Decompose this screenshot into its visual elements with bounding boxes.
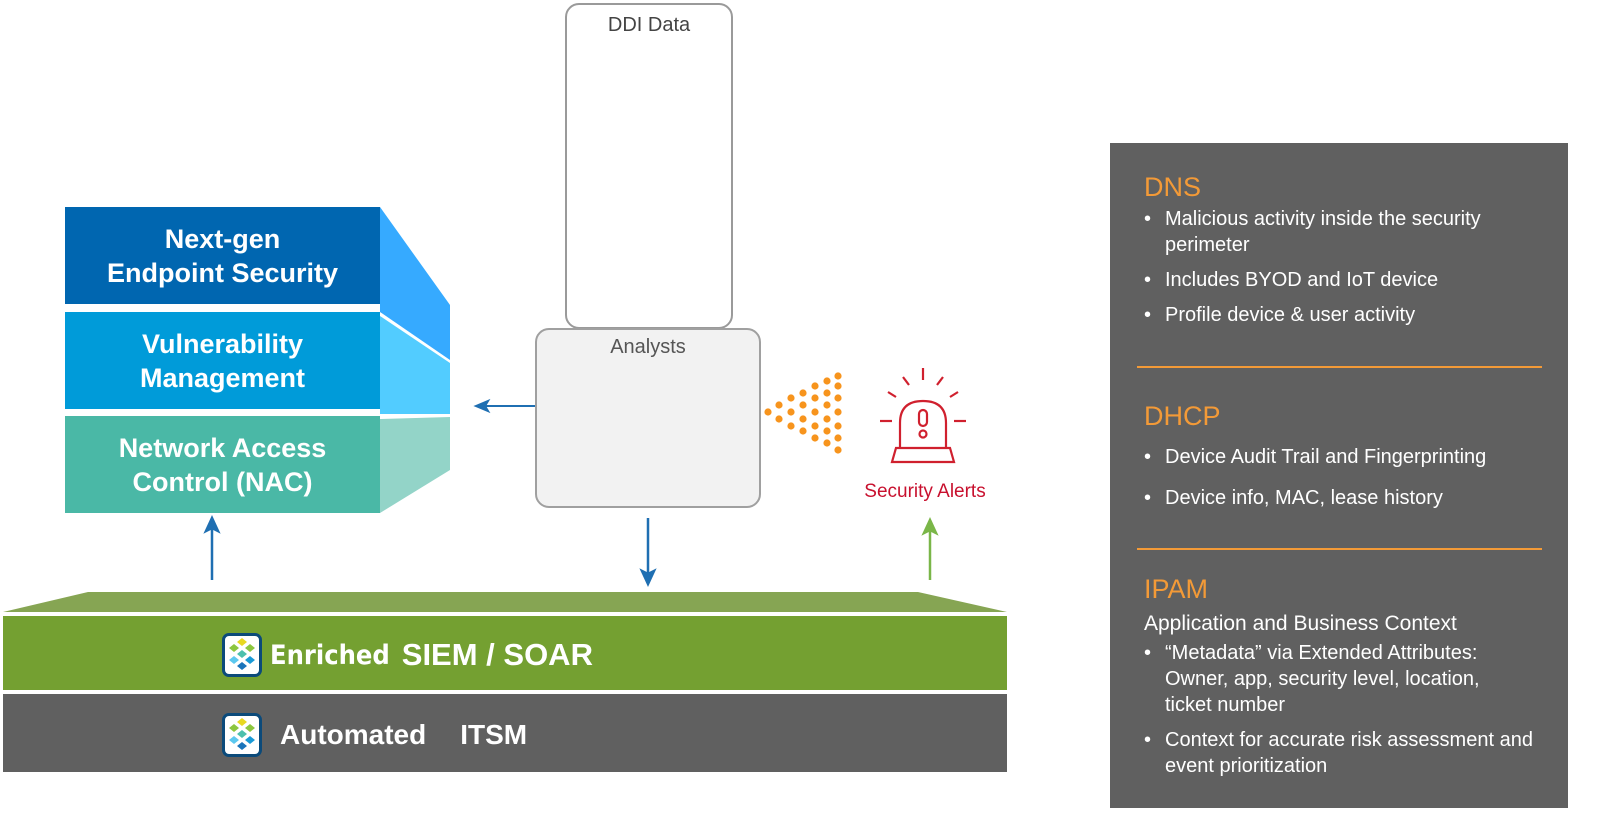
signal-dot — [823, 401, 831, 409]
signal-dot — [799, 427, 807, 435]
layer-network-access-control: Network Access Control (NAC) — [65, 416, 380, 513]
layer-nac-side — [380, 417, 450, 513]
section-divider — [1137, 548, 1542, 550]
arrow-analysts-to-stack — [473, 398, 535, 414]
layer-endpoint-security-line1: Next-gen — [164, 223, 281, 254]
signal-dot — [834, 422, 842, 430]
siem-soar-bar — [3, 616, 1007, 690]
arrow-platform-to-stack — [203, 515, 221, 580]
arrow-platform-to-alerts — [921, 517, 939, 580]
platform-top — [3, 592, 1007, 612]
siren-alarm-icon — [880, 368, 966, 464]
signal-dot — [823, 415, 831, 423]
list-item: Device info, MAC, lease history — [1140, 485, 1550, 511]
analysts-title: Analysts — [610, 336, 686, 358]
list-item: Device Audit Trail and Fingerprinting — [1140, 444, 1550, 470]
alert-signal-dots-icon — [764, 372, 842, 454]
itsm-label: Automated ITSM — [222, 710, 527, 760]
list-item: Profile device & user activity — [1140, 302, 1550, 328]
signal-dot — [811, 434, 819, 442]
ddi-data-title: DDI Data — [607, 14, 691, 36]
dhcp-bullet-list: Device Audit Trail and Fingerprinting De… — [1140, 444, 1550, 520]
ipam-subtitle: Application and Business Context — [1144, 612, 1457, 635]
signal-dot — [811, 408, 819, 416]
layer-vulnerability-line2: Management — [139, 362, 306, 393]
layer-ngs-side — [380, 207, 450, 360]
layer-nac-line2: Control (NAC) — [132, 466, 313, 497]
siem-prefix: Enriched — [270, 639, 390, 671]
section-title-dns: DNS — [1144, 172, 1202, 202]
itsm-prefix: Automated — [280, 719, 427, 750]
layer-endpoint-security-line2: Endpoint Security — [106, 257, 339, 288]
signal-dot — [799, 389, 807, 397]
signal-dot — [799, 415, 807, 423]
section-title-dhcp: DHCP — [1144, 401, 1221, 431]
signal-dot — [823, 439, 831, 447]
signal-dot — [834, 446, 842, 454]
security-alerts-label: Security Alerts — [864, 481, 986, 502]
signal-dot — [834, 394, 842, 402]
siem-main: SIEM / SOAR — [401, 637, 593, 672]
layer-endpoint-security: Next-gen Endpoint Security — [65, 207, 380, 304]
signal-dot — [834, 434, 842, 442]
signal-dot — [823, 427, 831, 435]
layer-vulnerability-management: Vulnerability Management — [65, 312, 380, 409]
layer-vm-side — [380, 316, 450, 414]
dns-bullet-list: Malicious activity inside the security p… — [1140, 206, 1550, 337]
signal-dot — [834, 382, 842, 390]
siem-soar-label: Enriched SIEM / SOAR — [222, 632, 593, 678]
layer-nac-line1: Network Access — [118, 432, 327, 463]
signal-dot — [775, 401, 783, 409]
signal-dot — [834, 408, 842, 416]
signal-dot — [811, 394, 819, 402]
signal-dot — [834, 372, 842, 380]
signal-dot — [764, 408, 772, 416]
signal-dot — [787, 394, 795, 402]
itsm-main: ITSM — [460, 719, 528, 750]
signal-dot — [775, 415, 783, 423]
signal-dot — [823, 389, 831, 397]
list-item: “Metadata” via Extended Attributes: Owne… — [1140, 640, 1530, 718]
signal-dot — [811, 422, 819, 430]
section-title-ipam: IPAM — [1144, 574, 1209, 604]
ipam-bullet-list: “Metadata” via Extended Attributes: Owne… — [1140, 640, 1550, 788]
signal-dot — [787, 422, 795, 430]
signal-dot — [811, 382, 819, 390]
list-item: Includes BYOD and IoT device — [1140, 267, 1550, 293]
section-divider — [1137, 366, 1542, 368]
infoblox-logo-icon — [222, 633, 262, 677]
arrow-analysts-to-platform — [639, 518, 657, 587]
list-item: Context for accurate risk assessment and… — [1140, 727, 1540, 779]
layer-vulnerability-line1: Vulnerability — [141, 328, 304, 359]
signal-dot — [799, 401, 807, 409]
signal-dot — [823, 377, 831, 385]
analysts-box — [535, 328, 761, 508]
ddi-data-box — [565, 3, 733, 329]
infoblox-logo-icon — [222, 713, 262, 757]
list-item: Malicious activity inside the security p… — [1140, 206, 1550, 258]
signal-dot — [787, 408, 795, 416]
itsm-bar — [3, 694, 1007, 772]
